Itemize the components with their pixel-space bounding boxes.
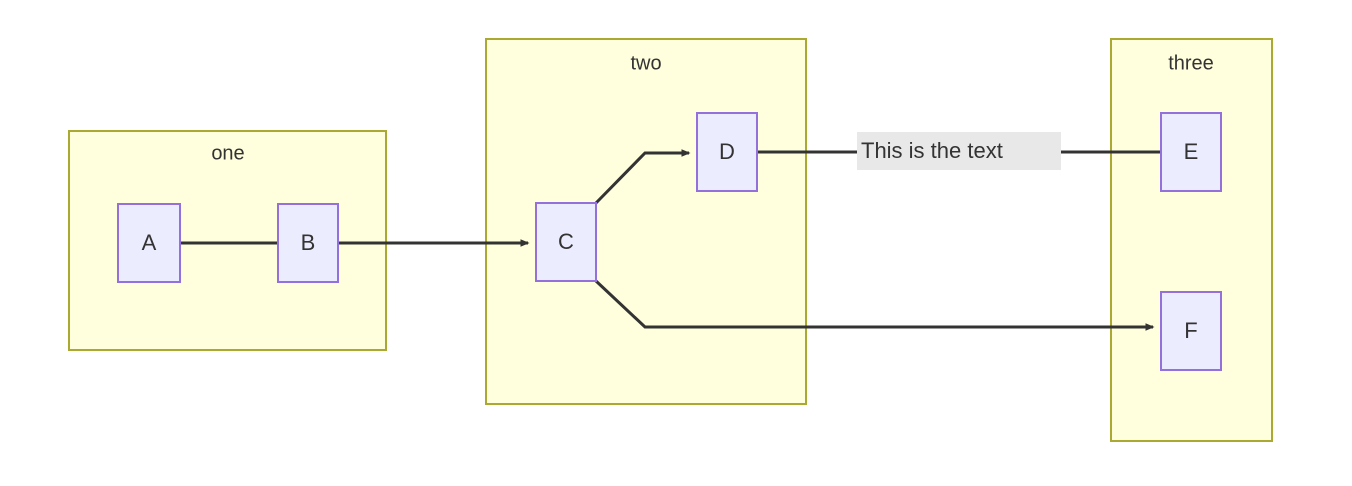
cluster-two-rect xyxy=(485,38,807,405)
node-b[interactable]: B xyxy=(277,203,339,283)
edge-label-d-to-e: This is the text xyxy=(857,132,1061,170)
cluster-three[interactable]: three xyxy=(1110,38,1273,442)
node-f-label: F xyxy=(1184,318,1197,343)
node-b-label: B xyxy=(301,230,316,255)
node-d[interactable]: D xyxy=(696,112,758,192)
cluster-three-title: three xyxy=(1168,52,1214,74)
edge-label-d-to-e-text: This is the text xyxy=(861,138,1003,163)
edge-c-to-d[interactable] xyxy=(594,149,691,205)
node-group: A B C D E F xyxy=(117,112,1222,371)
cluster-one-title: one xyxy=(211,142,244,164)
node-e-label: E xyxy=(1184,139,1199,164)
node-c[interactable]: C xyxy=(535,202,597,282)
node-e-rect xyxy=(1160,112,1222,192)
node-e[interactable]: E xyxy=(1160,112,1222,192)
cluster-two-title: two xyxy=(630,52,661,74)
node-f[interactable]: F xyxy=(1160,291,1222,371)
node-c-rect xyxy=(535,202,597,282)
cluster-two[interactable]: two xyxy=(485,38,807,405)
node-d-rect xyxy=(696,112,758,192)
cluster-three-rect xyxy=(1110,38,1273,442)
node-d-label: D xyxy=(719,139,735,164)
node-a[interactable]: A xyxy=(117,203,181,283)
edge-c-to-f[interactable] xyxy=(594,279,1155,331)
node-f-rect xyxy=(1160,291,1222,371)
node-a-rect xyxy=(117,203,181,283)
node-b-rect xyxy=(277,203,339,283)
cluster-group: one two three xyxy=(68,38,1273,442)
node-a-label: A xyxy=(142,230,157,255)
node-c-label: C xyxy=(558,229,574,254)
edge-label-background xyxy=(857,132,1061,170)
